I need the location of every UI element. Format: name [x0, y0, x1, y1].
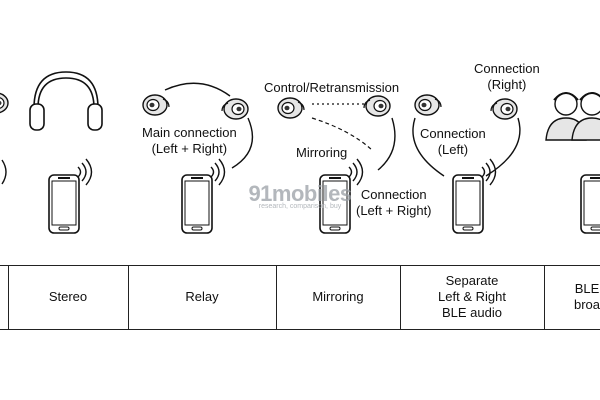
- table-divider: [8, 265, 9, 329]
- table-cell-relay: Relay: [128, 265, 276, 329]
- smartphone-icon: [452, 174, 484, 234]
- label-connection-right: Connection (Right): [474, 61, 540, 92]
- table-cell-stereo: Stereo: [8, 265, 128, 329]
- smartphone-icon: [48, 174, 80, 234]
- wireless-signal-icon: [1, 159, 7, 185]
- person-icon: [571, 92, 600, 141]
- earbud-icon: [277, 97, 305, 119]
- label-mirroring: Mirroring: [296, 145, 348, 160]
- wireless-signal-icon: [210, 158, 226, 186]
- earbud-icon: [491, 99, 517, 119]
- table-cell-broadcast: BLE broa: [544, 265, 600, 329]
- left-connection-curve: [412, 117, 445, 177]
- earbud-icon: [142, 94, 170, 116]
- label-control-retransmission: Control/Retransmission: [264, 80, 400, 95]
- label-connection-left-right: Connection (Left + Right): [356, 187, 432, 218]
- label-main-connection: Main connection (Left + Right): [142, 125, 237, 156]
- table-cell-mirroring: Mirroring: [276, 265, 400, 329]
- wireless-signal-icon: [77, 158, 93, 186]
- table-divider: [276, 265, 277, 329]
- wireless-signal-icon: [481, 158, 497, 186]
- table-top-border: [0, 265, 600, 266]
- cell-label: BLE broa: [574, 281, 600, 312]
- table-divider: [544, 265, 545, 329]
- table-divider: [128, 265, 129, 329]
- earbud-icon: [414, 94, 442, 116]
- watermark-logo-text: 91mobiles: [248, 181, 352, 206]
- relay-connection-curve: [231, 117, 254, 169]
- earbud-icon: [222, 99, 248, 119]
- right-connection-curve: [485, 117, 521, 177]
- cell-label: Stereo: [48, 289, 88, 304]
- earbud-icon: [364, 96, 390, 116]
- cell-label: Relay: [185, 289, 219, 304]
- label-connection-left: Connection (Left): [420, 126, 486, 157]
- headphones-icon: [29, 71, 103, 131]
- table-divider: [400, 265, 401, 329]
- smartphone-icon: [580, 174, 600, 234]
- smartphone-icon: [181, 174, 213, 234]
- table-bottom-border: [0, 329, 600, 330]
- watermark-tagline: research, comparison, buy: [258, 203, 342, 210]
- cell-label: Mirroring: [312, 289, 364, 304]
- relay-link-curve: [164, 82, 231, 97]
- watermark: 91mobiles research, comparison, buy: [247, 181, 353, 210]
- cell-label: Separate Left & Right BLE audio: [438, 273, 506, 320]
- mirroring-connection-curve: [377, 117, 396, 171]
- mirroring-dashed-curve: [311, 117, 373, 151]
- earbud-icon: [0, 93, 8, 113]
- table-cell-separate: Separate Left & Right BLE audio: [400, 265, 544, 329]
